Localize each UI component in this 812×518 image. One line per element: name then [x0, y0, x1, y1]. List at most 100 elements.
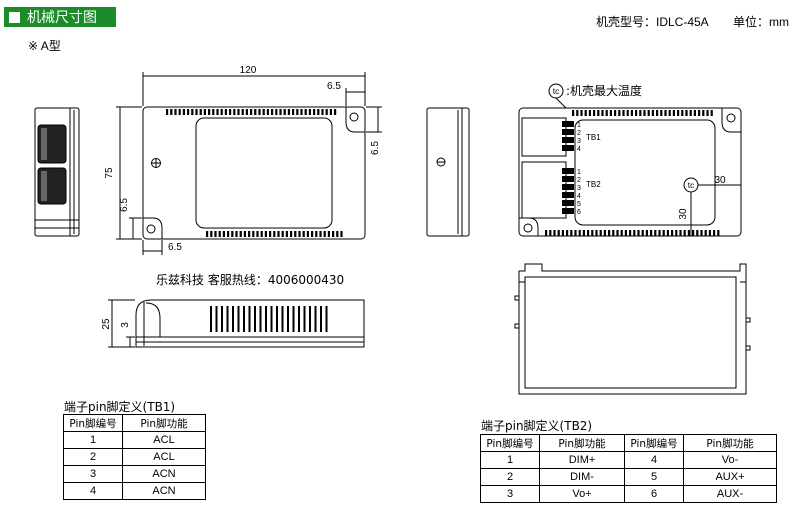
cooling-fin [256, 231, 259, 237]
terminal-pin-number: 3 [577, 185, 581, 192]
unit-label: 单位：mm [733, 15, 789, 29]
cooling-fin [182, 109, 185, 115]
tb2-header-pin-function-1: Pin脚功能 [539, 434, 625, 452]
tb2-pin-number: 1 [480, 451, 540, 469]
cooling-fin [597, 110, 600, 116]
cooling-fin [672, 110, 675, 116]
cooling-fin [206, 231, 209, 237]
cooling-fin [265, 306, 267, 332]
cooling-fin [668, 110, 671, 116]
cooling-fin [290, 231, 293, 237]
cooling-fin [566, 230, 569, 236]
cooling-fin [635, 110, 638, 116]
tb2-pin-number: 2 [480, 468, 540, 486]
cooling-fin [651, 110, 654, 116]
cooling-fin [212, 109, 215, 115]
cooling-fin [300, 109, 303, 115]
cooling-fin [277, 231, 280, 237]
tb1-pin-function: ACL [122, 448, 206, 466]
cooling-fin [321, 109, 324, 115]
cooling-fin [233, 109, 236, 115]
cooling-fin [248, 231, 251, 237]
tb2-header-pin-number-2: Pin脚编号 [624, 434, 684, 452]
top-view-main [116, 72, 382, 255]
cooling-fin [662, 230, 665, 236]
cooling-fin [561, 230, 564, 236]
cooling-fin [275, 109, 278, 115]
tb1-pin-function: ACN [122, 465, 206, 483]
section-title-bar: 机械尺寸图 [4, 7, 116, 27]
terminal-slot [562, 145, 574, 151]
tb2-pin-number: 3 [480, 485, 540, 503]
cooling-fin [557, 230, 560, 236]
cooling-fin [325, 109, 328, 115]
tb1-header-pin-function: Pin脚功能 [122, 414, 206, 432]
cooling-fin [329, 109, 332, 115]
cooling-fin [214, 231, 217, 237]
cooling-fin [336, 231, 339, 237]
cooling-fin [270, 306, 273, 332]
tb2-table-title: 端子pin脚定义(TB2) [481, 419, 593, 433]
tb2-pin-function: Vo- [683, 451, 777, 469]
cooling-fin [710, 110, 713, 116]
cooling-fin [227, 231, 230, 237]
table-row: 2 ACL [63, 448, 206, 466]
cooling-fin [237, 306, 240, 332]
cooling-fin [308, 109, 311, 115]
cooling-fin [574, 230, 577, 236]
cooling-fin [706, 110, 709, 116]
cooling-fin [306, 231, 309, 237]
tb2-pin-function: Vo+ [539, 485, 625, 503]
cooling-fin [273, 231, 276, 237]
cooling-fin [281, 306, 284, 332]
cooling-fin [713, 230, 716, 236]
tb1-pin-number: 2 [63, 448, 123, 466]
end-view-right [426, 107, 470, 237]
cooling-fin [340, 231, 343, 237]
cooling-fin [191, 109, 194, 115]
cooling-fin [237, 109, 240, 115]
cooling-fin [671, 230, 674, 236]
cooling-fin [229, 109, 232, 115]
dim-width: 75 [104, 167, 115, 179]
cooling-fin [218, 231, 221, 237]
cooling-fin [243, 306, 245, 332]
cooling-fin [178, 109, 181, 115]
cooling-fin [645, 230, 648, 236]
cooling-fin [252, 231, 255, 237]
cooling-fin [643, 110, 646, 116]
cooling-fin [622, 110, 625, 116]
side-view [108, 299, 365, 348]
cooling-fin [679, 230, 682, 236]
cooling-fin [572, 110, 575, 116]
cooling-fin [595, 230, 598, 236]
case-section-view [514, 263, 751, 395]
cooling-fin [254, 109, 257, 115]
cooling-fin [658, 230, 661, 236]
terminal-slot [562, 192, 574, 198]
cooling-fin [276, 306, 278, 332]
tb1-header-pin-number: Pin脚编号 [63, 414, 123, 432]
tb1-table-title: 端子pin脚定义(TB1) [64, 400, 176, 414]
dim-hole-left: 6.5 [119, 198, 130, 212]
cooling-fin [650, 230, 653, 236]
table-row: 3 ACN [63, 465, 206, 483]
table-row: 4 ACN [63, 482, 206, 500]
terminal-pin-number: 1 [577, 169, 581, 176]
terminal-slot [562, 129, 574, 135]
cooling-fin [630, 110, 633, 116]
tb2-pin-table: Pin脚编号 Pin脚功能 Pin脚编号 Pin脚功能 1 DIM+ 4 Vo-… [480, 434, 777, 503]
dim-step: 3 [120, 322, 131, 328]
case-model: 机壳型号：IDLC-45A [596, 15, 709, 29]
cooling-fin [241, 109, 244, 115]
cooling-fin [327, 231, 330, 237]
cooling-fin [666, 230, 669, 236]
cooling-fin [618, 110, 621, 116]
cooling-fin [285, 231, 288, 237]
cooling-fin [624, 230, 627, 236]
cooling-fin [287, 306, 289, 332]
cooling-fin [689, 110, 692, 116]
cooling-fin [248, 306, 251, 332]
cooling-fin [570, 230, 573, 236]
